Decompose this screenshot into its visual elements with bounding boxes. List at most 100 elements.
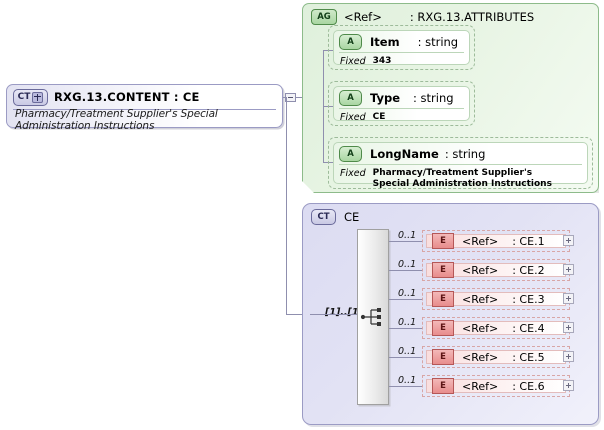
element-occurrence: 0..1: [398, 317, 417, 328]
element-type: : CE.6: [512, 379, 545, 393]
attr-connector-2: [323, 106, 335, 107]
connector-compositor-in: [310, 314, 357, 315]
collapse-toggle-minus-icon[interactable]: [285, 93, 296, 102]
sequence-icon: [360, 308, 381, 326]
fixed-value: Pharmacy/Treatment Supplier's Special Ad…: [372, 168, 552, 190]
element-type: : CE.2: [512, 263, 545, 277]
element-connector: [389, 299, 422, 300]
complex-type-icon: CT: [311, 209, 336, 225]
element-inner: E <Ref> : CE.2: [426, 262, 566, 278]
element-type: : CE.5: [512, 350, 545, 364]
element-ref: <Ref>: [462, 321, 499, 335]
element-ref: <Ref>: [462, 234, 499, 248]
attribute-divider: [339, 108, 464, 109]
element-connector: [389, 270, 422, 271]
expand-plus-icon[interactable]: [563, 293, 574, 304]
attribute-icon: A: [339, 34, 362, 50]
attr-connector-1: [323, 50, 335, 51]
attribute-group-type: : RXG.13.ATTRIBUTES: [409, 10, 535, 24]
element-type: : CE.4: [512, 321, 545, 335]
attribute-inner: A LongName : string Fixed Pharmacy/Treat…: [333, 142, 588, 184]
fixed-label: Fixed: [340, 112, 366, 123]
element-inner: E <Ref> : CE.5: [426, 349, 566, 365]
attribute-fixed-row: Fixed Pharmacy/Treatment Supplier's Spec…: [340, 165, 582, 182]
element-row[interactable]: E <Ref> : CE.4: [422, 317, 570, 339]
attribute-group-ref: <Ref>: [344, 10, 382, 24]
complex-type-icon: CT: [13, 88, 48, 106]
attribute-card[interactable]: A Type : string Fixed CE: [328, 81, 475, 126]
attribute-header: A Type : string: [339, 87, 465, 108]
element-row[interactable]: E <Ref> : CE.3: [422, 288, 570, 310]
attribute-card[interactable]: A Item : string Fixed 343: [328, 25, 475, 70]
element-row[interactable]: E <Ref> : CE.2: [422, 259, 570, 281]
fixed-value: 343: [372, 56, 392, 66]
expand-plus-icon[interactable]: [563, 380, 574, 391]
attribute-divider: [339, 52, 464, 53]
attribute-group-header: AG <Ref> : RXG.13.ATTRIBUTES: [311, 9, 534, 25]
connector-stub-left: [283, 97, 286, 98]
attribute-header: A Item : string: [339, 31, 465, 52]
element-occurrence: 0..1: [398, 346, 417, 357]
attribute-fixed-row: Fixed CE: [340, 109, 464, 119]
element-row[interactable]: E <Ref> : CE.6: [422, 375, 570, 397]
element-icon: E: [432, 349, 454, 365]
element-ref: <Ref>: [462, 350, 499, 364]
expand-plus-icon[interactable]: [563, 264, 574, 275]
complex-type-name: CE: [344, 210, 360, 224]
content-divider: [13, 109, 276, 110]
fixed-value: CE: [372, 112, 386, 122]
element-inner: E <Ref> : CE.6: [426, 378, 566, 394]
connector-to-complex-type: [286, 314, 310, 315]
content-description: Pharmacy/Treatment Supplier's Special Ad…: [15, 107, 218, 132]
content-type-title: RXG.13.CONTENT : CE: [54, 90, 200, 104]
expand-plus-icon[interactable]: [563, 351, 574, 362]
element-row[interactable]: E <Ref> : CE.1: [422, 230, 570, 252]
element-connector: [389, 386, 422, 387]
attribute-type: : string: [444, 146, 486, 161]
fixed-label: Fixed: [340, 56, 366, 67]
expand-plus-icon[interactable]: [563, 322, 574, 333]
element-icon: E: [432, 262, 454, 278]
element-icon: E: [432, 320, 454, 336]
content-type-box[interactable]: CT RXG.13.CONTENT : CE Pharmacy/Treatmen…: [6, 84, 283, 132]
element-row[interactable]: E <Ref> : CE.5: [422, 346, 570, 368]
fixed-label: Fixed: [340, 168, 366, 179]
compositor-occurrence: [1]..[1]: [325, 307, 363, 318]
element-inner: E <Ref> : CE.4: [426, 320, 566, 336]
attribute-name: Type: [370, 90, 401, 105]
attribute-name: Item: [370, 34, 400, 49]
attribute-card[interactable]: A LongName : string Fixed Pharmacy/Treat…: [328, 137, 593, 189]
attribute-name: LongName: [370, 146, 439, 161]
element-occurrence: 0..1: [398, 375, 417, 386]
connector-vertical-down: [286, 97, 287, 314]
element-ref: <Ref>: [462, 379, 499, 393]
element-connector: [389, 328, 422, 329]
attribute-group-icon: AG: [311, 9, 337, 25]
attr-connector-3: [323, 162, 335, 163]
ct-badge-label: CT: [17, 92, 31, 102]
attribute-icon: A: [339, 146, 362, 162]
element-type: : CE.1: [512, 234, 545, 248]
attribute-inner: A Item : string Fixed 343: [333, 30, 470, 65]
element-icon: E: [432, 233, 454, 249]
element-type: : CE.3: [512, 292, 545, 306]
element-ref: <Ref>: [462, 263, 499, 277]
attribute-inner: A Type : string Fixed CE: [333, 86, 470, 121]
expand-plus-icon[interactable]: [563, 235, 574, 246]
attribute-group-panel[interactable]: AG <Ref> : RXG.13.ATTRIBUTES A Item : st…: [302, 3, 599, 193]
element-connector: [389, 357, 422, 358]
element-icon: E: [432, 291, 454, 307]
element-inner: E <Ref> : CE.3: [426, 291, 566, 307]
element-ref: <Ref>: [462, 292, 499, 306]
attribute-fixed-row: Fixed 343: [340, 53, 464, 63]
element-icon: E: [432, 378, 454, 394]
element-inner: E <Ref> : CE.1: [426, 233, 566, 249]
element-occurrence: 0..1: [398, 288, 417, 299]
element-connector: [389, 241, 422, 242]
plus-icon[interactable]: [32, 91, 44, 103]
attribute-header: A LongName : string: [339, 143, 583, 164]
attribute-type: : string: [417, 34, 459, 49]
attribute-divider: [339, 164, 582, 165]
attribute-type: : string: [413, 90, 454, 105]
attribute-icon: A: [339, 90, 362, 106]
